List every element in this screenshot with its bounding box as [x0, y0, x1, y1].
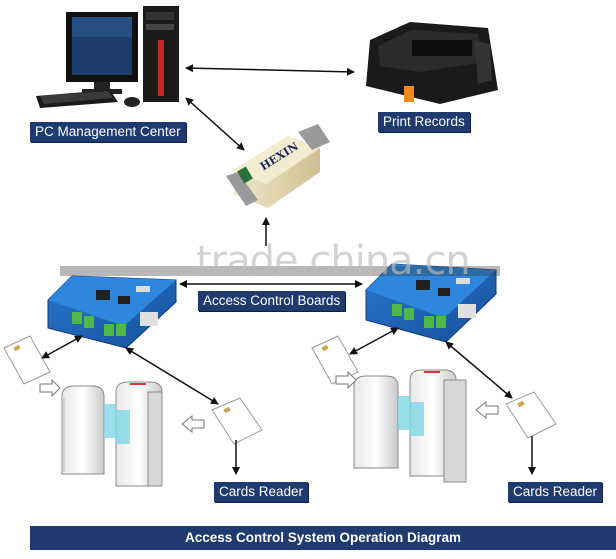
- cards-reader-right-label: Cards Reader: [508, 482, 603, 502]
- card-left-reader-icon: [211, 397, 263, 445]
- card-right-top-icon: [311, 335, 359, 385]
- pc-management-center-label: PC Management Center: [30, 122, 186, 142]
- connector-left-card: [41, 335, 83, 359]
- connector-right-card: [349, 327, 399, 355]
- connector-left-reader: [125, 347, 219, 405]
- hollow-arrow-icon: [181, 414, 205, 434]
- turnstile-right-icon: [353, 369, 467, 483]
- hollow-arrow-icon: [475, 400, 499, 420]
- access-control-boards-label: Access Control Boards: [198, 291, 346, 311]
- pc-computer-icon: [36, 6, 179, 108]
- cards-reader-left-label: Cards Reader: [214, 482, 309, 502]
- diagram-title: Access Control System Operation Diagram: [30, 526, 616, 550]
- access-board-right-icon: [365, 263, 497, 343]
- hollow-arrow-icon: [335, 370, 357, 390]
- hollow-arrow-icon: [39, 378, 61, 398]
- access-board-left-icon: [47, 275, 177, 349]
- watermark-text: trade.china.cn: [196, 238, 471, 284]
- printer-icon: [366, 22, 498, 104]
- connector-pc-converter: [185, 97, 245, 151]
- connection-lines: [41, 64, 536, 475]
- hollow-arrows: [39, 370, 499, 434]
- hexin-converter-icon: [226, 124, 330, 208]
- connector-pc-printer: [185, 64, 355, 76]
- print-records-label: Print Records: [378, 112, 470, 132]
- card-right-reader-icon: [505, 391, 557, 439]
- connector-right-reader: [445, 341, 513, 399]
- board-strip: [60, 266, 500, 276]
- turnstile-left-icon: [61, 381, 163, 487]
- card-left-top-icon: [3, 335, 51, 385]
